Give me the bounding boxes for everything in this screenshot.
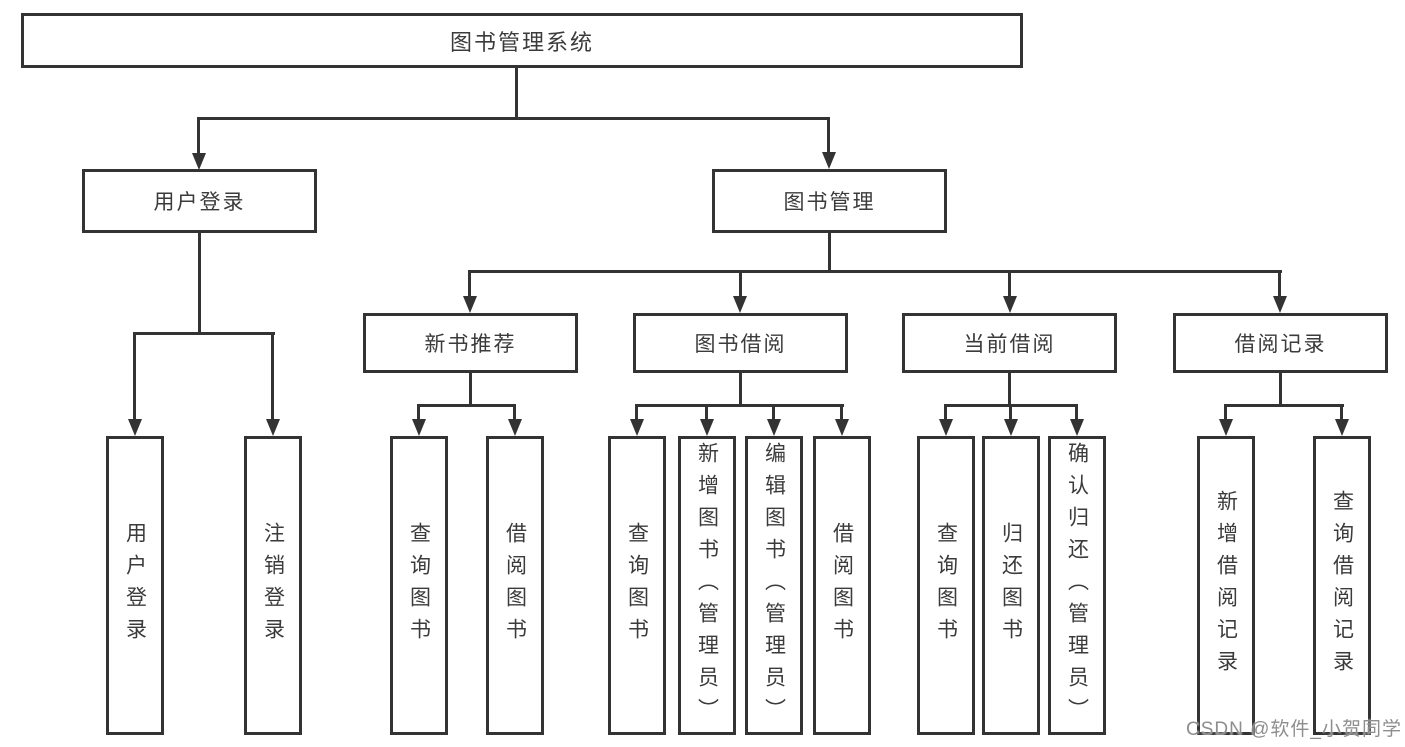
connector-vline <box>1224 404 1227 422</box>
leaf-borrow-books-2-label: 借阅图书 <box>830 521 854 650</box>
connector-vline <box>827 117 830 154</box>
leaf-query-books-2: 查询图书 <box>608 436 666 735</box>
leaf-add-books-admin: 新增图书（管理员） <box>678 436 736 735</box>
leaf-confirm-return-admin-label: 确认归还（管理员） <box>1065 441 1089 730</box>
leaf-query-books-1: 查询图书 <box>390 436 448 735</box>
node-current-borrow: 当前借阅 <box>902 313 1117 373</box>
arrow-down-icon <box>192 153 206 170</box>
arrow-down-icon <box>1004 419 1018 436</box>
arrow-down-icon <box>1273 296 1287 313</box>
arrow-down-icon <box>463 296 477 313</box>
leaf-return-books: 归还图书 <box>982 436 1040 735</box>
leaf-query-books-3: 查询图书 <box>917 436 975 735</box>
leaf-borrow-books-1-label: 借阅图书 <box>503 521 527 650</box>
node-borrow-records: 借阅记录 <box>1173 313 1388 373</box>
connector-vline <box>1075 404 1078 422</box>
arrow-down-icon <box>1219 419 1233 436</box>
connector-hline <box>418 404 516 407</box>
connector-vline <box>944 404 947 422</box>
arrow-down-icon <box>939 419 953 436</box>
leaf-borrow-books-1: 借阅图书 <box>486 436 544 735</box>
leaf-edit-books-admin-label: 编辑图书（管理员） <box>762 441 786 730</box>
connector-vline <box>739 270 742 300</box>
connector-vline <box>828 233 831 273</box>
connector-vline <box>1279 373 1282 407</box>
leaf-confirm-return-admin: 确认归还（管理员） <box>1048 436 1106 735</box>
leaf-query-borrow-record-label: 查询借阅记录 <box>1330 489 1354 682</box>
arrow-down-icon <box>508 419 522 436</box>
leaf-add-books-admin-label: 新增图书（管理员） <box>695 441 719 730</box>
connector-vline <box>840 404 843 422</box>
node-book-borrow: 图书借阅 <box>633 313 848 373</box>
connector-vline <box>197 117 200 155</box>
arrow-down-icon <box>128 419 142 436</box>
leaf-query-borrow-record: 查询借阅记录 <box>1313 436 1371 735</box>
arrow-down-icon <box>412 419 426 436</box>
connector-vline <box>515 68 518 118</box>
leaf-query-books-2-label: 查询图书 <box>625 521 649 650</box>
connector-vline <box>271 332 274 422</box>
csdn-watermark: CSDN @软件_小贺同学 <box>1186 719 1402 740</box>
arrow-down-icon <box>1335 419 1349 436</box>
connector-vline <box>1008 373 1011 407</box>
leaf-logout-label: 注销登录 <box>261 521 285 650</box>
connector-hline <box>133 332 275 335</box>
connector-hline <box>1225 404 1344 407</box>
leaf-query-books-3-label: 查询图书 <box>934 521 958 650</box>
connector-vline <box>417 404 420 422</box>
connector-hline <box>469 270 1282 273</box>
leaf-add-borrow-record: 新增借阅记录 <box>1197 436 1255 735</box>
arrow-down-icon <box>767 419 781 436</box>
leaf-logout: 注销登录 <box>244 436 302 735</box>
arrow-down-icon <box>630 419 644 436</box>
arrow-down-icon <box>822 152 836 169</box>
leaf-return-books-label: 归还图书 <box>999 521 1023 650</box>
node-root: 图书管理系统 <box>21 13 1023 68</box>
leaf-borrow-books-2: 借阅图书 <box>813 436 871 735</box>
node-user-login: 用户登录 <box>82 169 317 233</box>
connector-vline <box>1340 404 1343 422</box>
leaf-user-login: 用户登录 <box>106 436 164 735</box>
connector-vline <box>705 404 708 422</box>
arrow-down-icon <box>700 419 714 436</box>
arrow-down-icon <box>835 419 849 436</box>
node-book-management: 图书管理 <box>712 169 947 233</box>
leaf-user-login-label: 用户登录 <box>123 521 147 650</box>
leaf-query-books-1-label: 查询图书 <box>407 521 431 650</box>
connector-vline <box>1008 270 1011 300</box>
arrow-down-icon <box>266 419 280 436</box>
connector-vline <box>635 404 638 422</box>
connector-hline <box>636 404 844 407</box>
connector-vline <box>133 332 136 422</box>
arrow-down-icon <box>733 296 747 313</box>
connector-vline <box>513 404 516 422</box>
leaf-add-borrow-record-label: 新增借阅记录 <box>1214 489 1238 682</box>
connector-vline <box>468 270 471 300</box>
node-new-book-recommend: 新书推荐 <box>363 313 578 373</box>
arrow-down-icon <box>1070 419 1084 436</box>
connector-vline <box>198 233 201 335</box>
connector-vline <box>469 373 472 407</box>
connector-hline <box>197 117 830 120</box>
leaf-edit-books-admin: 编辑图书（管理员） <box>745 436 803 735</box>
connector-vline <box>739 373 742 407</box>
arrow-down-icon <box>1003 296 1017 313</box>
connector-vline <box>772 404 775 422</box>
connector-vline <box>1278 270 1281 300</box>
connector-vline <box>1009 404 1012 422</box>
